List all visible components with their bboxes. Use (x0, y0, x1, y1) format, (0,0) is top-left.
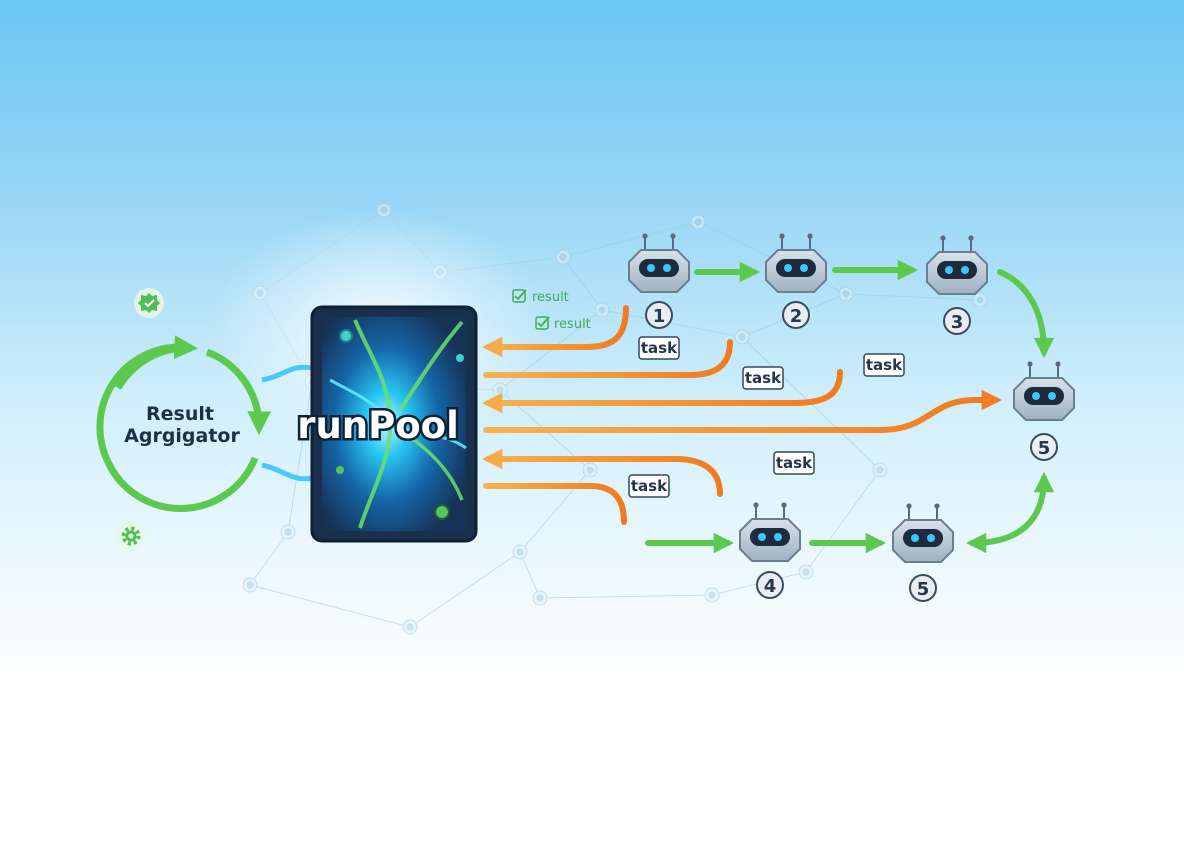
worker-number: 5 (1038, 438, 1051, 459)
worker-number: 2 (790, 306, 803, 327)
worker-number-badge (909, 574, 937, 602)
task-label-text: task (745, 369, 782, 387)
robot-icon (765, 232, 827, 293)
worker-1: 1 (628, 232, 690, 329)
network-node-core (586, 466, 594, 474)
network-link (539, 594, 713, 599)
task-label-text: task (866, 356, 903, 374)
network-node-core (246, 581, 254, 589)
network-link (249, 531, 289, 586)
result-label-1: result (512, 289, 569, 305)
worker-3: 3 (926, 234, 988, 335)
checkbox-icon (512, 289, 527, 303)
worker-5-right: 5 (1013, 360, 1075, 461)
task-arrow (483, 339, 733, 378)
network-link (562, 221, 699, 258)
worker-number-badge (645, 301, 673, 329)
task-label-3: task (863, 353, 905, 377)
result-return-arrow (481, 369, 843, 414)
robot-icon (739, 501, 801, 562)
worker-number: 5 (917, 579, 930, 600)
aggregator-connector (261, 364, 313, 383)
network-node-core (802, 568, 810, 576)
worker-number: 4 (764, 576, 777, 597)
aggregator-label-line2: Agrgigator (124, 425, 240, 447)
aggregator-cycle-arrow (205, 348, 272, 436)
result-aggregator: Result Agrgigator (96, 335, 272, 512)
aggregator-cycle-arrow (104, 456, 259, 512)
network-node-core (708, 591, 716, 599)
task-label-1: task (638, 336, 680, 360)
network-link (409, 551, 521, 628)
worker-number-badge (1030, 433, 1058, 461)
network-node-core (976, 296, 984, 304)
network-link (249, 584, 411, 628)
network-node-core (738, 333, 746, 341)
result-label-text: result (532, 290, 569, 305)
network-node-core (516, 548, 524, 556)
network-node-core (842, 290, 850, 298)
task-label-text: task (641, 339, 678, 357)
network-node-core (694, 218, 702, 226)
network-node-core (284, 528, 292, 536)
worker-number: 1 (653, 306, 666, 327)
network-node-core (536, 594, 544, 602)
worker-2: 2 (765, 232, 827, 329)
chain-arrow (965, 471, 1055, 554)
task-label-5: task (628, 474, 670, 498)
task-label-2: task (742, 366, 784, 390)
network-link (845, 293, 981, 301)
chain-arrow (997, 269, 1055, 359)
robot-icon (926, 234, 988, 295)
aggregator-label-line1: Result (146, 403, 214, 425)
checkbox-icon (535, 316, 550, 330)
task-label-text: task (631, 477, 668, 495)
task-arrow (483, 483, 627, 525)
network-link (519, 469, 591, 553)
result-return-arrow (481, 448, 723, 497)
network-node-core (598, 306, 606, 314)
worker-number-badge (943, 307, 971, 335)
task-arrows (481, 305, 1003, 525)
runpool-label: runPool (297, 404, 459, 447)
network-node-core (559, 253, 567, 261)
result-label-2: result (535, 316, 591, 332)
gear-icon (116, 521, 146, 551)
network-link (562, 256, 603, 311)
task-arrow (483, 389, 1003, 433)
result-return-arrow (481, 305, 629, 358)
task-label-text: task (776, 454, 813, 472)
aggregator-connector (261, 462, 313, 482)
network-link (805, 469, 881, 573)
aggregator-cycle-arrow (114, 335, 199, 390)
task-label-4: task (773, 451, 815, 475)
robot-icon (628, 232, 690, 293)
network-node-core (876, 466, 884, 474)
worker-4: 4 (739, 501, 801, 599)
robot-icon (1013, 360, 1075, 421)
network-link (519, 551, 541, 599)
worker-number-badge (756, 571, 784, 599)
worker-number-badge (782, 301, 810, 329)
worker-5-bottom: 5 (892, 502, 954, 602)
robot-icon (892, 502, 954, 563)
check-badge-icon (134, 288, 164, 318)
network-node-core (406, 623, 414, 631)
worker-chain-arrows (645, 259, 1055, 554)
worker-number: 3 (951, 312, 964, 333)
runpool-card: runPool (295, 305, 478, 543)
result-label-text: result (554, 317, 591, 332)
